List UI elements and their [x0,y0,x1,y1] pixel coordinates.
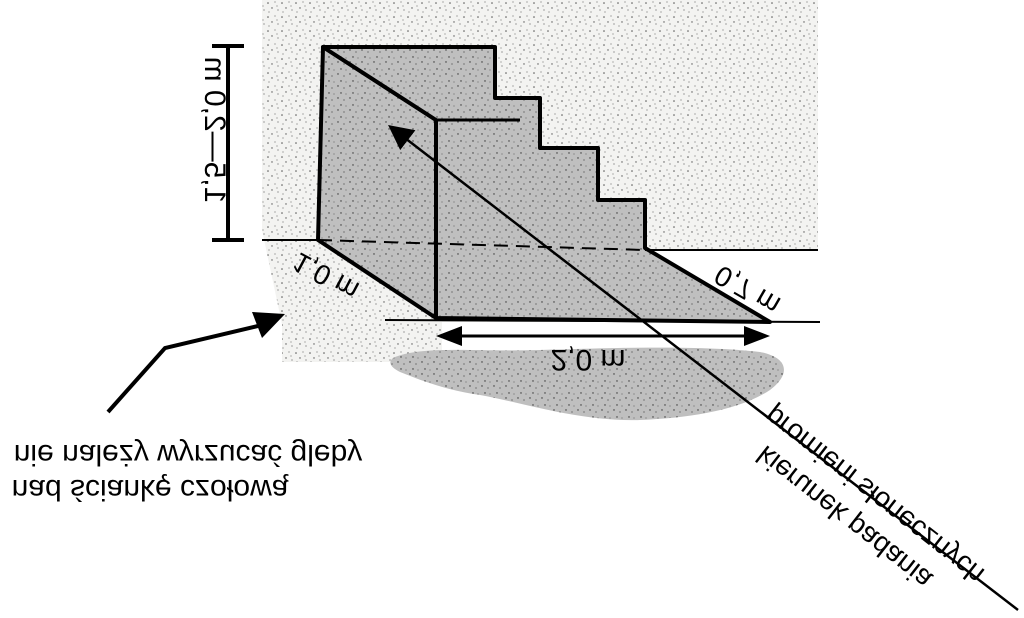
length-arrow-left [436,326,462,346]
hidden-ground-line [317,239,646,251]
note-pointer-arrowhead [252,312,285,338]
height-dimension-label: 1,5—2,0 m [198,57,231,204]
sun-ray-line [388,124,1019,611]
note-line-1: nie należy wyrzucać gleby [14,438,363,471]
shadow-blob [390,347,784,421]
note-pointer-line [106,323,263,414]
note-line-2: nad ściankę czołową [12,473,289,506]
length-dimension-label: 2,0 m [550,343,625,376]
ground-line-front [384,319,821,323]
length-arrow-right [744,326,770,346]
